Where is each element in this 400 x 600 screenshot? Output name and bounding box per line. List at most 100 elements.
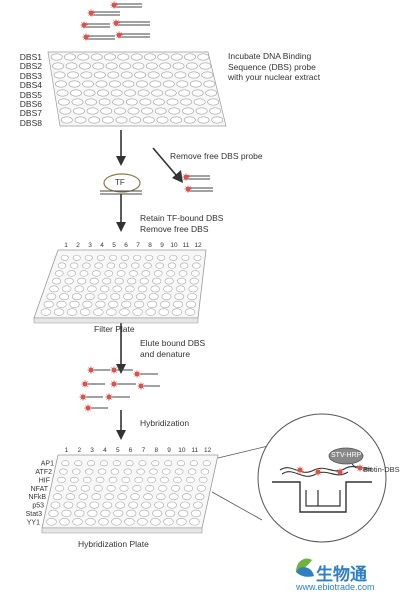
plate-well bbox=[163, 285, 173, 293]
plate-well bbox=[50, 501, 61, 509]
tube-plate bbox=[47, 51, 227, 127]
plate-well bbox=[112, 285, 122, 293]
plate-well bbox=[196, 485, 206, 492]
plate-well bbox=[145, 485, 155, 492]
tube-well bbox=[104, 53, 116, 61]
plate-well bbox=[189, 460, 198, 467]
tube-well bbox=[132, 62, 145, 70]
tube-well bbox=[180, 98, 192, 106]
step-incubate-line-3: with your nuclear extract bbox=[228, 72, 321, 82]
tube-well bbox=[211, 116, 224, 124]
tube-well bbox=[110, 89, 123, 97]
plate-well bbox=[137, 518, 148, 526]
tube-well bbox=[98, 98, 111, 106]
dbs-label: DBS6 bbox=[19, 99, 42, 110]
plate-well bbox=[106, 262, 116, 269]
plate-well bbox=[76, 501, 87, 509]
tube-well bbox=[159, 62, 172, 70]
plate-well bbox=[61, 460, 70, 467]
plate-well bbox=[183, 485, 194, 492]
plate-well bbox=[173, 476, 182, 484]
tube-well bbox=[207, 98, 220, 106]
plate-well bbox=[95, 476, 105, 484]
plate-well bbox=[63, 501, 74, 509]
plate-well bbox=[80, 485, 90, 492]
filter-plate-caption: Filter Plate bbox=[94, 324, 135, 334]
plate-well bbox=[67, 485, 77, 492]
column-number: 11 bbox=[191, 447, 198, 454]
plate-well bbox=[104, 493, 114, 501]
plate-well bbox=[87, 509, 98, 518]
column-number: 6 bbox=[129, 447, 133, 454]
tube-well bbox=[209, 107, 222, 115]
tube-well bbox=[178, 89, 191, 97]
plate-well bbox=[158, 485, 168, 492]
step-retain-line-2: Remove free DBS bbox=[140, 223, 209, 234]
plate-well bbox=[171, 308, 183, 316]
column-number: 10 bbox=[170, 242, 178, 249]
plate-well bbox=[99, 285, 110, 293]
tube-well bbox=[183, 116, 196, 124]
tube-well bbox=[95, 80, 108, 88]
tube-well bbox=[152, 98, 165, 106]
plate-well bbox=[155, 262, 164, 269]
plate-well bbox=[147, 476, 156, 484]
dbs-label: DBS7 bbox=[19, 108, 42, 119]
tube-well bbox=[79, 62, 91, 70]
plate-well bbox=[116, 270, 126, 277]
tube-well bbox=[119, 62, 131, 70]
column-number: 4 bbox=[103, 447, 107, 454]
plate-well bbox=[113, 509, 124, 518]
plate-well bbox=[49, 285, 59, 293]
tube-well bbox=[172, 62, 185, 70]
plate-well bbox=[178, 509, 189, 518]
step-retain-line-1: Retain TF-bound DBS bbox=[140, 213, 224, 223]
tube-well bbox=[85, 98, 97, 106]
plate-well bbox=[128, 501, 139, 509]
tube-well bbox=[161, 71, 173, 79]
plate-well bbox=[132, 308, 143, 316]
step-elute-line-1: Elute bound DBS bbox=[140, 338, 206, 348]
plate-well bbox=[184, 308, 196, 316]
tube-well bbox=[83, 89, 96, 97]
plate-well bbox=[164, 277, 174, 285]
plate-well bbox=[185, 300, 197, 309]
plate-well bbox=[157, 254, 166, 261]
tube-well bbox=[199, 62, 212, 70]
column-number: 1 bbox=[64, 242, 68, 249]
plate-well bbox=[118, 262, 128, 269]
eluted-probes bbox=[82, 369, 160, 409]
plate-well bbox=[150, 285, 160, 293]
plate-well bbox=[108, 300, 119, 309]
plate-well bbox=[141, 270, 151, 277]
arrows bbox=[116, 130, 183, 440]
plate-well bbox=[69, 300, 80, 309]
tube-well bbox=[127, 107, 140, 115]
plate-well bbox=[115, 501, 126, 509]
step-incubate-line-1: Incubate DNA Binding bbox=[228, 51, 312, 61]
plate-well bbox=[187, 468, 197, 475]
tube-well bbox=[135, 80, 148, 88]
tube-well bbox=[120, 71, 133, 79]
tube-well bbox=[125, 98, 138, 106]
plate-well bbox=[54, 485, 65, 492]
eluted-stars bbox=[79, 365, 146, 413]
plate-well bbox=[139, 277, 149, 285]
tube-well bbox=[184, 53, 196, 61]
plate-well bbox=[69, 476, 79, 484]
tube-well bbox=[92, 62, 105, 70]
tube-well bbox=[70, 89, 82, 97]
plate-well bbox=[61, 285, 72, 293]
tube-well bbox=[94, 71, 106, 79]
plate-well bbox=[174, 293, 185, 301]
tube-well bbox=[134, 71, 146, 79]
tube-well bbox=[117, 53, 130, 61]
plate-well bbox=[93, 308, 104, 316]
tube-well bbox=[80, 71, 93, 79]
plate-well bbox=[59, 518, 70, 526]
plate-well bbox=[97, 468, 107, 475]
plate-well bbox=[82, 300, 93, 309]
plate-well bbox=[176, 518, 187, 526]
plate-well bbox=[87, 460, 96, 467]
